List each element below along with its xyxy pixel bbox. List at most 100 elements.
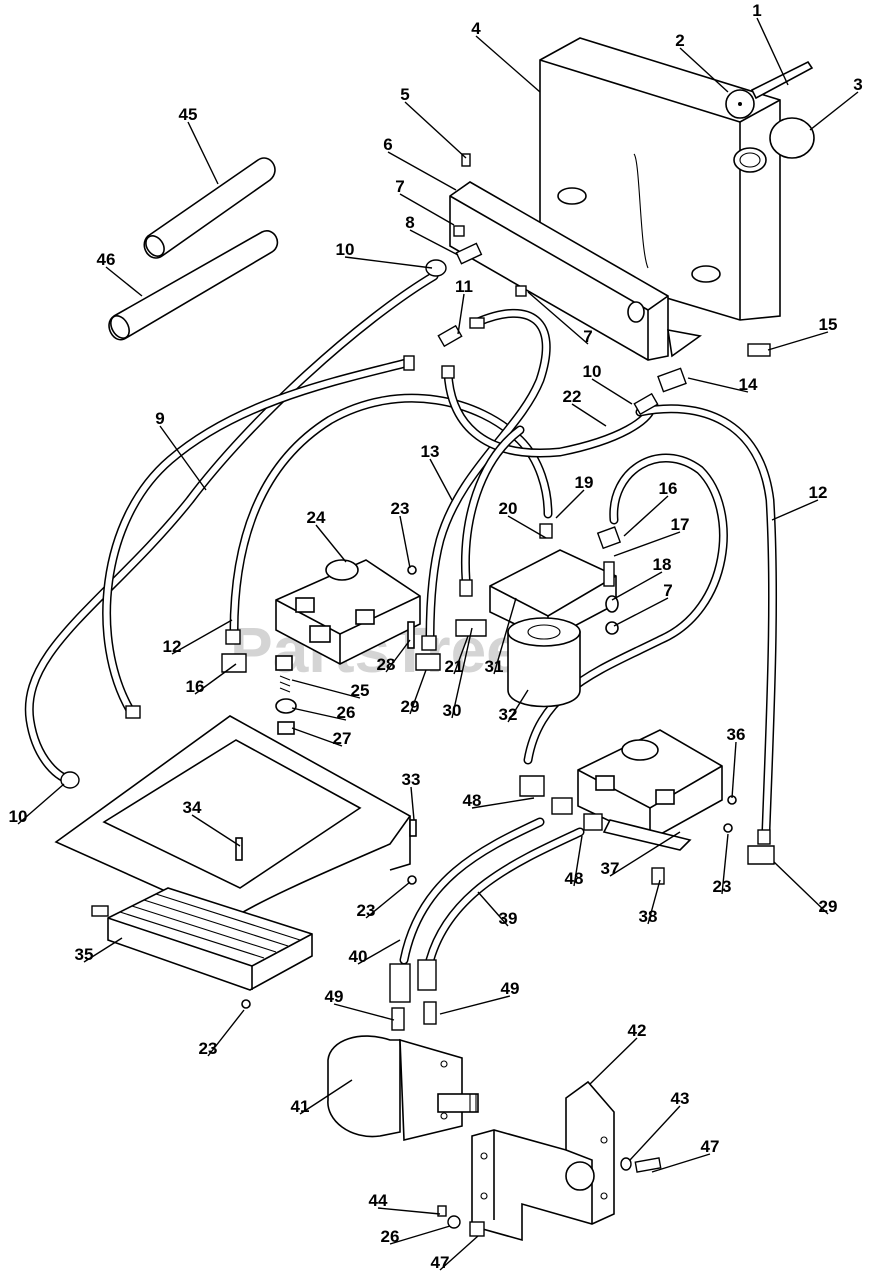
callout-leader-34 — [191, 814, 241, 847]
callout-label-33: 33 — [402, 770, 421, 789]
callout-leader-31 — [493, 597, 517, 675]
callout-label-18: 18 — [653, 555, 672, 574]
callout-leader-6 — [387, 151, 457, 191]
tank-cap — [769, 117, 815, 159]
control-valve-37 — [519, 729, 775, 885]
callouts: 1234567810454611715101422913191216202324… — [9, 1, 863, 1272]
callout-leader-15 — [767, 331, 829, 351]
callout-leader-49b — [439, 995, 511, 1015]
callout-label-10a: 10 — [336, 240, 355, 259]
callout-leader-4 — [475, 35, 541, 93]
callout-label-37: 37 — [601, 859, 620, 878]
callout-label-32: 32 — [499, 705, 518, 724]
callout-leader-32 — [507, 689, 529, 723]
callout-leader-47b — [439, 1235, 479, 1271]
callout-label-47b: 47 — [431, 1253, 450, 1272]
callout-label-2: 2 — [675, 31, 684, 50]
callout-leader-46 — [105, 266, 143, 297]
callout-leader-10c — [17, 783, 65, 825]
callout-label-24: 24 — [307, 508, 326, 527]
callout-leader-45 — [187, 121, 219, 185]
callout-label-49a: 49 — [325, 987, 344, 1006]
callout-label-8: 8 — [405, 213, 414, 232]
callout-label-23d: 23 — [199, 1039, 218, 1058]
callout-label-5: 5 — [400, 85, 409, 104]
callout-label-38: 38 — [639, 907, 658, 926]
hose-ends-49 — [389, 959, 437, 1031]
callout-label-16b: 16 — [186, 677, 205, 696]
callout-leader-14 — [687, 377, 749, 393]
pump-mounting-bracket — [437, 1080, 662, 1242]
callout-label-35: 35 — [75, 945, 94, 964]
callout-leader-36 — [731, 741, 737, 799]
callout-label-7a: 7 — [395, 177, 404, 196]
hydraulic-tank — [539, 37, 781, 321]
callout-leader-5 — [404, 101, 467, 159]
callout-leader-24 — [315, 524, 347, 563]
callout-leader-44 — [377, 1207, 441, 1215]
callout-label-1: 1 — [752, 1, 761, 20]
callout-label-26b: 26 — [381, 1227, 400, 1246]
callout-label-11: 11 — [455, 277, 473, 296]
callout-leader-7a — [399, 193, 455, 226]
callout-leader-10b — [591, 378, 633, 405]
callout-leader-8 — [409, 229, 459, 256]
callout-leader-13 — [429, 458, 453, 501]
hoses — [24, 271, 778, 965]
callout-leader-29b — [773, 861, 829, 915]
hydraulic-pump — [327, 1035, 479, 1142]
cooler-mounting-tray — [54, 715, 417, 921]
callout-label-40: 40 — [349, 947, 368, 966]
callout-label-25: 25 — [351, 681, 370, 700]
callout-label-43: 43 — [671, 1089, 690, 1108]
callout-label-30: 30 — [443, 701, 462, 720]
callout-leader-37 — [609, 831, 681, 877]
callout-leader-48b — [573, 835, 583, 887]
callout-leader-3 — [809, 91, 859, 131]
callout-label-42: 42 — [628, 1021, 647, 1040]
callout-label-29b: 29 — [819, 897, 838, 916]
callout-leader-22 — [571, 403, 607, 427]
sleeve-46 — [108, 230, 279, 341]
callout-label-16a: 16 — [659, 479, 678, 498]
callout-label-13: 13 — [421, 442, 440, 461]
callout-label-7c: 7 — [663, 581, 672, 600]
callout-label-10c: 10 — [9, 807, 28, 826]
tank-mounting-bracket — [449, 181, 702, 361]
callout-leader-35 — [83, 937, 123, 963]
callout-leader-40 — [357, 939, 401, 965]
callout-label-15: 15 — [819, 315, 838, 334]
oil-cooler — [91, 887, 313, 1009]
callout-label-21: 21 — [445, 657, 464, 676]
callout-leader-9 — [159, 425, 207, 491]
callout-leader-16b — [194, 663, 237, 695]
callout-label-12a: 12 — [809, 483, 828, 502]
callout-label-44: 44 — [369, 1191, 388, 1210]
callout-leader-11 — [457, 293, 465, 335]
callout-label-20: 20 — [499, 499, 518, 518]
callout-label-39: 39 — [499, 909, 518, 928]
callout-leader-42 — [589, 1037, 638, 1085]
callout-leader-12a — [771, 499, 819, 521]
callout-leader-23b — [721, 833, 729, 895]
callout-label-12b: 12 — [163, 637, 182, 656]
fittings — [60, 153, 771, 789]
callout-leader-23d — [207, 1009, 245, 1057]
callout-leader-17 — [613, 531, 681, 557]
callout-leader-26a — [291, 707, 347, 721]
callout-label-23b: 23 — [713, 877, 732, 896]
fittings-16-29 — [221, 579, 487, 673]
control-valve-24 — [275, 559, 421, 665]
callout-label-14: 14 — [739, 375, 758, 394]
callout-leader-29a — [409, 669, 427, 715]
callout-label-9: 9 — [155, 409, 164, 428]
callout-label-48a: 48 — [463, 791, 482, 810]
callout-leader-33 — [410, 786, 415, 821]
callout-leader-16a — [623, 495, 669, 537]
callout-label-27: 27 — [333, 729, 352, 748]
callout-label-41: 41 — [291, 1097, 310, 1116]
callout-leader-26b — [389, 1225, 451, 1245]
bolt-1 — [750, 60, 814, 100]
callout-leader-1 — [756, 17, 789, 86]
